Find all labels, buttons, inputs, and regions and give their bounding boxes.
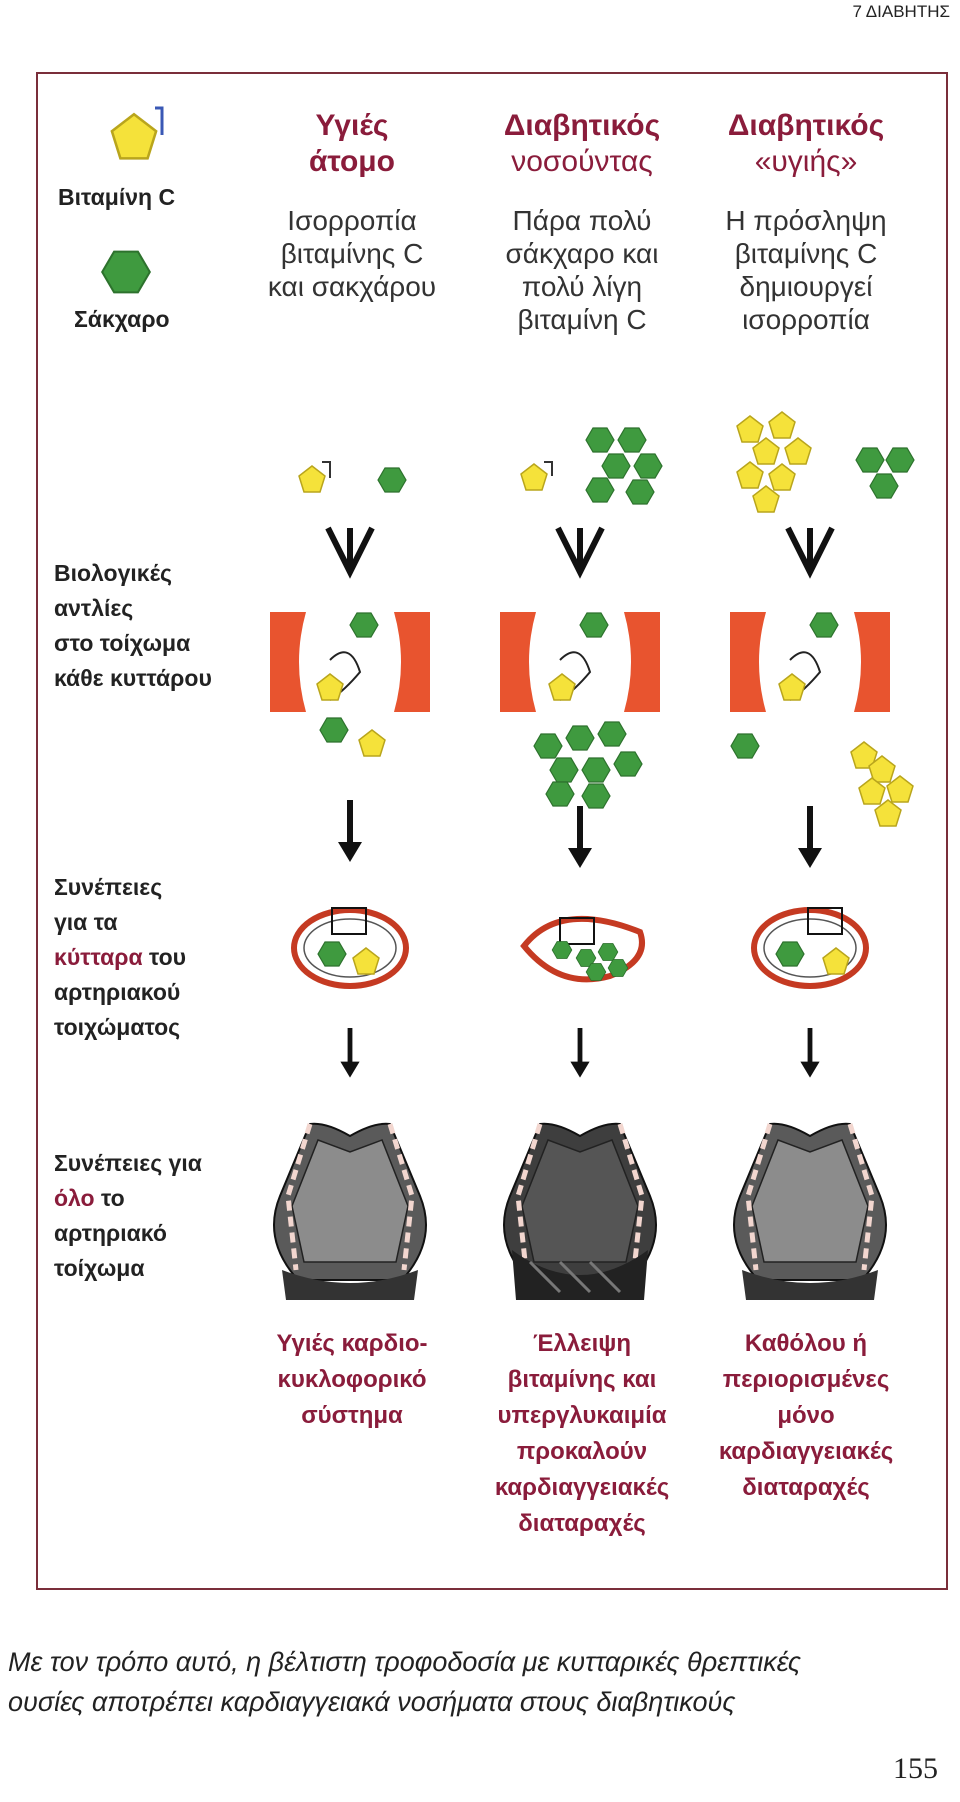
col3-top-molecules (736, 411, 915, 513)
column-title-2: νοσούντας (511, 145, 653, 178)
column-desc: ισορροπία (742, 304, 870, 335)
row-label-line: Συνέπειες (54, 874, 163, 900)
col3-inside-molecules (730, 733, 914, 827)
col1-pump (270, 612, 430, 712)
column-desc: και σακχάρου (267, 271, 437, 302)
row-label-line: του (142, 944, 187, 970)
row-label-line: αντλίες (54, 595, 134, 621)
row-label-line: το (94, 1185, 125, 1211)
column-healthy: Υγιές άτομο Ισορροπία βιταμίνης C και σα… (242, 108, 462, 303)
result-line: Υγιές καρδιο- (276, 1330, 428, 1357)
column-title-1: Διαβητικός (727, 109, 885, 142)
col2-pump (500, 612, 660, 712)
result-line: διαταραχές (742, 1474, 870, 1501)
column-desc: βιταμίνη C (517, 304, 647, 335)
result-line: Έλλειψη (533, 1330, 631, 1357)
col3-artery-wall (733, 1122, 887, 1300)
result-line: καρδιαγγειακές (718, 1438, 894, 1465)
row-label-highlight: κύτταρα (54, 944, 143, 970)
page-number: 155 (893, 1752, 938, 1785)
row-label-cells: Συνέπειες για τα κύτταρα του αρτηριακού … (54, 870, 186, 1045)
column-desc: σάκχαρο και (505, 238, 659, 269)
column-title-2: άτομο (308, 145, 395, 178)
footer-caption: Με τον τρόπο αυτό, η βέλτιστη τροφοδοσία… (8, 1642, 948, 1722)
col3-cell (751, 907, 869, 989)
column-desc: βιταμίνης C (280, 238, 424, 269)
col2-inside-molecules (533, 721, 643, 809)
row-label-line: κάθε κυττάρου (54, 665, 212, 691)
column-desc: πολύ λίγη (521, 271, 643, 302)
result-line: διαταραχές (518, 1510, 646, 1537)
row-label-line: αρτηριακού (54, 979, 181, 1005)
result-healthy: Υγιές καρδιο- κυκλοφορικό σύστημα (242, 1326, 462, 1434)
result-line: υπεργλυκαιμία (497, 1402, 667, 1429)
row-label-wall: Συνέπειες για όλο το αρτηριακό τοίχωμα (54, 1146, 202, 1286)
row-label-line: Συνέπειες για (54, 1150, 202, 1176)
row-label-line: τοίχωμα (54, 1255, 145, 1281)
column-title-1: Διαβητικός (503, 109, 661, 142)
vitamin-legend-icon (110, 112, 158, 160)
column-title-2: «υγιής» (754, 145, 858, 178)
column-diabetic-healthy: Διαβητικός «υγιής» Η πρόσληψη βιταμίνης … (696, 108, 916, 336)
row-label-line: τοιχώματος (54, 1014, 181, 1040)
footer-line: ουσίες αποτρέπει καρδιαγγειακά νοσήματα … (8, 1687, 736, 1717)
col2-artery-wall (503, 1122, 657, 1300)
row-label-line: Βιολογικές (54, 560, 172, 586)
column-desc: Πάρα πολύ (512, 205, 652, 236)
vitamin-legend-label: Βιταμίνη C (58, 184, 176, 210)
col1-inside-molecules (319, 717, 386, 757)
col2-top-molecules (520, 427, 663, 505)
col3-pump (730, 612, 890, 712)
result-line: προκαλούν (516, 1438, 648, 1465)
result-line: Καθόλου ή (744, 1330, 868, 1357)
row-label-line: αρτηριακό (54, 1220, 167, 1246)
result-line: καρδιαγγειακές (494, 1474, 670, 1501)
result-line: βιταμίνης και (507, 1366, 657, 1393)
col1-artery-wall (273, 1122, 427, 1300)
column-desc: Ισορροπία (287, 205, 417, 236)
column-title-1: Υγιές (315, 109, 389, 142)
row-label-line: στο τοίχωμα (54, 630, 191, 656)
result-line: μόνο (777, 1402, 835, 1429)
footer-line: Με τον τρόπο αυτό, η βέλτιστη τροφοδοσία… (8, 1647, 801, 1677)
result-line: περιορισμένες (722, 1366, 890, 1393)
col2-cell (520, 915, 645, 983)
result-diabetic-healthy: Καθόλου ή περιορισμένες μόνο καρδιαγγεια… (696, 1326, 916, 1506)
col1-cell (291, 907, 409, 989)
column-desc: δημιουργεί (739, 271, 873, 302)
chapter-header: 7 ΔΙΑΒΗΤΗΣ (852, 2, 950, 21)
diagram-frame (36, 72, 948, 1590)
col1-top-molecules (298, 461, 407, 493)
column-desc: βιταμίνης C (734, 238, 878, 269)
row-label-line: για τα (54, 909, 118, 935)
sugar-legend-label: Σάκχαρο (74, 306, 170, 332)
row-label-highlight: όλο (54, 1185, 95, 1211)
result-line: σύστημα (301, 1402, 403, 1429)
row-label-pumps: Βιολογικές αντλίες στο τοίχωμα κάθε κυττ… (54, 556, 212, 696)
column-desc: Η πρόσληψη (725, 205, 887, 236)
result-line: κυκλοφορικό (277, 1366, 427, 1393)
result-diabetic-sick: Έλλειψη βιταμίνης και υπεργλυκαιμία προκ… (472, 1326, 692, 1542)
column-diabetic-sick: Διαβητικός νοσούντας Πάρα πολύ σάκχαρο κ… (472, 108, 692, 336)
sugar-legend-icon (101, 250, 151, 294)
